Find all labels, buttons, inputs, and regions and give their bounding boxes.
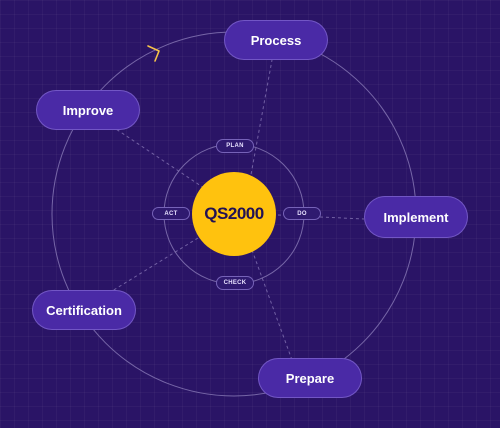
step-prepare[interactable]: Prepare: [258, 358, 362, 398]
center-logo: QS2000: [192, 172, 276, 256]
stage-act[interactable]: ACT: [152, 207, 190, 220]
step-implement[interactable]: Implement: [364, 196, 468, 238]
stage-do[interactable]: DO: [283, 207, 321, 220]
connector-certification: [103, 237, 199, 297]
connector-improve: [109, 124, 205, 189]
step-process[interactable]: Process: [224, 20, 328, 60]
stage-plan[interactable]: PLAN: [216, 139, 254, 153]
step-certification[interactable]: Certification: [32, 290, 136, 330]
stage-check[interactable]: CHECK: [216, 276, 254, 290]
cycle-arrow-icon: [147, 45, 160, 62]
step-improve[interactable]: Improve: [36, 90, 140, 130]
connector-process: [249, 59, 273, 181]
connector-prepare: [251, 249, 293, 361]
